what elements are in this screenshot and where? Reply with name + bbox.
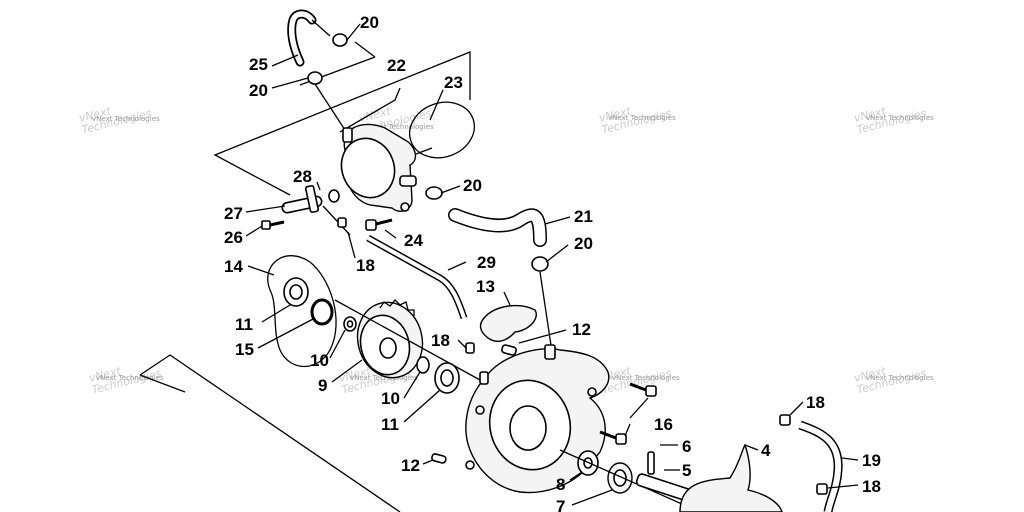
callout: 27	[224, 204, 243, 223]
callout: 10	[381, 389, 400, 408]
callout: 19	[862, 451, 881, 470]
hose-21	[448, 208, 547, 247]
callout: 9	[318, 376, 327, 395]
thermostat-housing	[340, 123, 417, 212]
callout: 12	[572, 320, 591, 339]
tube-29	[366, 234, 468, 320]
watermark: vNext Technologies	[366, 123, 434, 131]
callout: 20	[360, 13, 379, 32]
callout: 20	[463, 176, 482, 195]
callout: 21	[574, 207, 593, 226]
pin-6	[647, 451, 655, 475]
o-ring-28	[328, 189, 340, 203]
callout: 14	[224, 257, 243, 276]
snap-ring-15	[310, 298, 334, 326]
watermark: vNext Technologies	[608, 114, 676, 122]
callout: 18	[356, 256, 375, 275]
hose-19	[798, 420, 843, 512]
bearing-11	[283, 277, 309, 307]
dowel-12	[431, 453, 447, 464]
fitting-18	[337, 217, 347, 228]
dowel-12	[501, 344, 517, 356]
water-pump-housing	[465, 344, 610, 494]
callout: 22	[387, 56, 406, 75]
bolt-16	[599, 382, 657, 445]
watermark: vNext Technologies	[92, 115, 160, 123]
washer-10	[343, 316, 357, 332]
fitting-18	[465, 342, 475, 354]
seal-7	[607, 462, 633, 494]
impeller-4	[679, 443, 783, 512]
hose-clamp	[307, 71, 323, 85]
callout: 15	[235, 340, 254, 359]
bolt-24	[365, 218, 393, 231]
callout: 18	[431, 331, 450, 350]
callout: 6	[682, 437, 691, 456]
callout: 23	[444, 73, 463, 92]
watermark: vNext Technologies	[96, 374, 164, 382]
callout: 11	[381, 415, 399, 434]
callout: 16	[654, 415, 673, 434]
callout: 18	[862, 477, 881, 496]
callout: 25	[249, 55, 268, 74]
callout: 5	[682, 461, 691, 480]
gasket-23	[408, 101, 476, 159]
callout: 29	[477, 253, 496, 272]
fitting-27	[281, 185, 323, 214]
callout: 8	[556, 475, 565, 494]
callout-labels: 20 25 20 22 23 20 28 27 26 24 21 20 18 1…	[224, 13, 881, 512]
watermark: vNext Technologies	[866, 374, 934, 382]
assembly-bracket-lines	[139, 41, 471, 512]
fitting-18	[779, 414, 791, 426]
callout: 4	[761, 441, 771, 460]
watermark: vNext Technologies	[350, 374, 418, 382]
bearing-11	[434, 362, 460, 394]
callout: 13	[476, 277, 495, 296]
fitting-18	[816, 483, 828, 495]
hose-clamp	[332, 33, 348, 47]
callout: 28	[293, 167, 312, 186]
seal-13	[479, 304, 537, 342]
callout: 20	[574, 234, 593, 253]
callout: 24	[404, 231, 423, 250]
screw-26	[261, 220, 285, 230]
watermark: vNext Technologies	[866, 114, 934, 122]
leader-lines	[245, 23, 859, 506]
hose-clamp	[531, 256, 549, 272]
gasket-14	[267, 255, 337, 367]
hose-clamp	[425, 186, 443, 200]
callout: 26	[224, 228, 243, 247]
callout: 18	[806, 393, 825, 412]
callout: 11	[235, 315, 253, 334]
callout: 20	[249, 81, 268, 100]
callout: 12	[401, 456, 420, 475]
washer-10	[416, 356, 430, 374]
callout: 10	[310, 351, 329, 370]
watermark: vNext Technologies	[612, 374, 680, 382]
callout: 7	[556, 497, 565, 512]
hose-25	[287, 9, 331, 67]
